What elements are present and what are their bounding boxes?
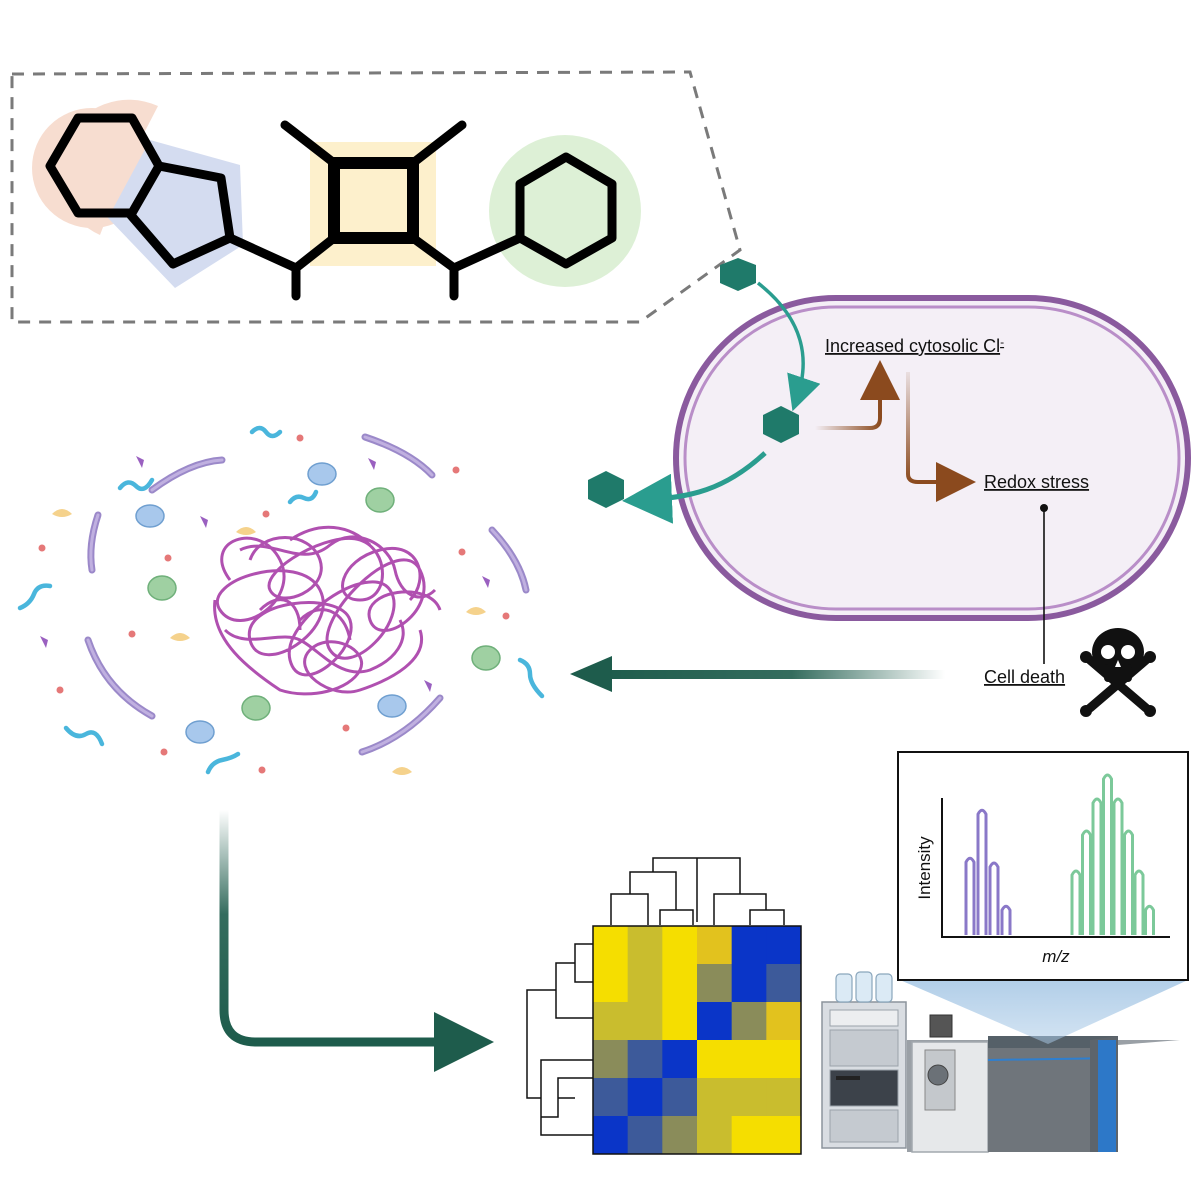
heatmap-cell	[627, 1078, 663, 1117]
lysed-cell	[17, 425, 545, 775]
y-axis-label: Intensity	[915, 836, 934, 900]
spectrum-peak	[1000, 904, 1012, 935]
heatmap-cell	[731, 1040, 767, 1079]
phenyl-ring	[515, 152, 617, 269]
heatmap-cell	[593, 964, 629, 1003]
efflux-arrow	[622, 451, 767, 524]
heatmap-cell	[627, 926, 663, 965]
spectrum-peak	[976, 808, 988, 935]
heatmap-cell	[697, 1116, 733, 1155]
phenyl-highlight	[489, 135, 641, 287]
redox-arrow	[906, 372, 976, 502]
spectrum-frame	[897, 751, 1189, 981]
molecule-hexagon-effluxed	[588, 471, 624, 508]
spectrum-peak	[1112, 797, 1124, 935]
row-dendrogram	[526, 943, 593, 1136]
heatmap-cell	[766, 1002, 802, 1041]
heatmap-cell	[627, 1002, 663, 1041]
heatmap-cell	[766, 1040, 802, 1079]
molecule-transport	[588, 258, 821, 524]
solvent-bottle	[875, 973, 893, 1003]
spectrum-peak	[964, 856, 976, 935]
redox-stress-label: Redox stress	[984, 472, 1089, 492]
heatmap-cell	[593, 1002, 629, 1041]
spectrum-peak	[1123, 829, 1134, 935]
spectrum-peak	[1091, 797, 1103, 935]
x-axis-label: m/z	[1042, 947, 1070, 966]
heatmap-cell	[662, 1116, 698, 1155]
heatmap-cell	[697, 1078, 733, 1117]
cytosolic-chloride-label: Increased cytosolic Cl-	[825, 335, 1004, 356]
heatmap-cell	[593, 1040, 629, 1079]
solvent-bottle	[855, 971, 873, 1003]
heatmap-cell	[766, 926, 802, 965]
heatmap-cell	[731, 1116, 767, 1155]
heatmap-cell	[697, 1002, 733, 1041]
methyl-top-right	[408, 120, 467, 168]
heatmap-cell	[697, 926, 733, 965]
mass-spectrum-panel: Intensity m/z	[897, 751, 1189, 981]
heatmap-cell	[731, 926, 767, 965]
heatmap-frame	[592, 925, 802, 1155]
spectrum-peak	[1070, 869, 1082, 935]
heatmap-cell	[627, 1116, 663, 1155]
spectrum-peak	[1081, 829, 1092, 935]
cell-inner-membrane	[683, 305, 1181, 611]
heatmap-cell	[731, 1078, 767, 1117]
heatmap-cell	[627, 964, 663, 1003]
analysis-arrow	[219, 810, 494, 1072]
spectrum-peak	[988, 861, 1000, 935]
dna-tangle	[213, 525, 442, 696]
molecule-hexagon-outside	[720, 258, 756, 291]
spectrum-callout-beam	[900, 980, 1188, 1044]
mechanism-arrows	[815, 360, 1048, 664]
heatmap-cell	[731, 964, 767, 1003]
heatmap-cell	[593, 1078, 629, 1117]
heatmap-cell	[662, 1040, 698, 1079]
dashed-callout-border	[10, 70, 742, 324]
heatmap-cell	[697, 964, 733, 1003]
hplc-instrument	[821, 971, 907, 1149]
heatmap-cell	[662, 964, 698, 1003]
cell-death-label: Cell death	[984, 667, 1065, 687]
column-dendrogram	[610, 857, 785, 925]
mass-spectrometer	[907, 1014, 1180, 1153]
heatmap-cell	[766, 1116, 802, 1155]
heatmap-cell	[766, 964, 802, 1003]
methyl-top-left	[280, 120, 339, 168]
cyclobutane-ring	[328, 157, 419, 244]
heatmap-cell	[662, 1002, 698, 1041]
spectrum-peak	[1144, 904, 1155, 935]
molecule-hexagon-inside	[763, 406, 799, 443]
heatmap-cell	[697, 1040, 733, 1079]
death-connector-dot	[1040, 504, 1048, 512]
heatmap-cell	[766, 1078, 802, 1117]
chloride-arrow	[815, 360, 900, 430]
lysis-arrow	[570, 656, 945, 692]
heatmap-cell	[731, 1002, 767, 1041]
clustered-heatmap	[526, 857, 802, 1155]
heatmap-cell	[627, 1040, 663, 1079]
uptake-arrow	[756, 281, 821, 412]
solvent-bottle	[835, 973, 853, 1003]
heatmap-cell	[662, 1078, 698, 1117]
heatmap-cell	[593, 926, 629, 965]
heatmap-cell	[593, 1116, 629, 1155]
spectrum-peak	[1102, 773, 1113, 935]
heatmap-cell	[662, 926, 698, 965]
chemical-structure-panel	[10, 70, 742, 324]
pathway-labels: Increased cytosolic Cl- Redox stress Cel…	[825, 335, 1089, 687]
skull-crossbones-icon	[1080, 628, 1156, 717]
spectrum-peak	[1133, 869, 1145, 935]
